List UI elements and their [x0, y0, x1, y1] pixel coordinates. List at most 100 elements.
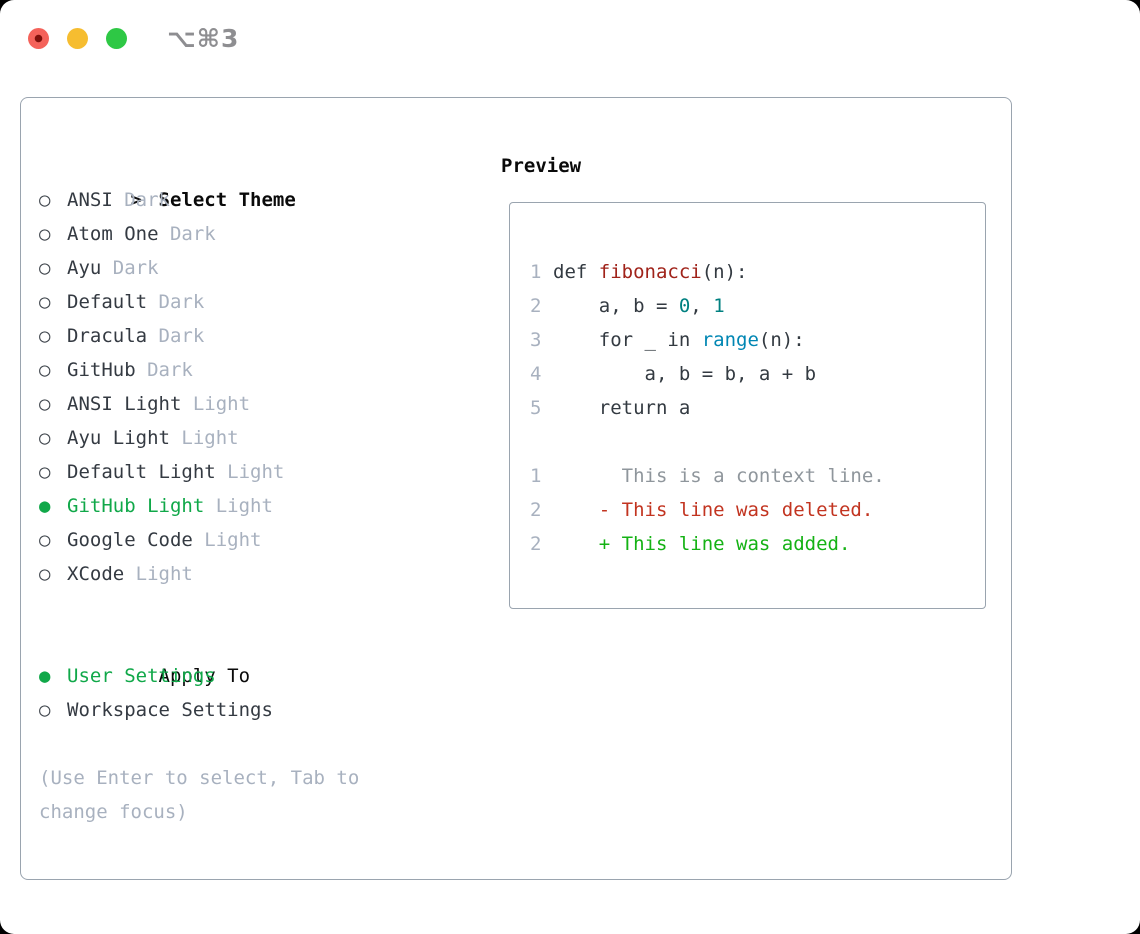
diff-line-added: 2 + This line was added. — [530, 527, 985, 561]
code-token: (n): — [758, 329, 805, 351]
cursor-icon: > — [130, 189, 142, 211]
select-theme-header-label: Select Theme — [158, 189, 296, 211]
hint-text: (Use Enter to select, Tab to change focus… — [39, 761, 359, 829]
theme-option-ayu-light[interactable]: ○ Ayu Light Light — [39, 421, 359, 455]
theme-variant: Dark — [158, 223, 216, 245]
titlebar: ⌥⌘3 — [0, 0, 1140, 76]
line-number: 1 — [530, 261, 542, 283]
apply-to-header-label: Apply To — [158, 665, 251, 687]
apply-option-label: Workspace Settings — [67, 699, 273, 721]
theme-option-ansi-light[interactable]: ○ ANSI Light Light — [39, 387, 359, 421]
theme-variant: Light — [124, 563, 193, 585]
hint-line: (Use Enter to select, Tab to — [39, 767, 360, 789]
theme-variant: Dark — [147, 325, 205, 347]
theme-option-google-code[interactable]: ○ Google Code Light — [39, 523, 359, 557]
code-line: 5 return a — [530, 391, 985, 425]
radio-unselected-icon: ○ — [39, 359, 51, 381]
theme-option-ansi[interactable]: ○ ANSI Dark — [39, 183, 359, 217]
radio-unselected-icon: ○ — [39, 223, 51, 245]
code-line: 3 for _ in range(n): — [530, 323, 985, 357]
theme-picker-panel: >Select Theme ○ANSI Dark○Atom One Dark○A… — [20, 97, 1012, 880]
radio-selected-icon: ● — [39, 665, 51, 687]
code-token: 1 — [713, 295, 725, 317]
theme-name: Ayu — [67, 257, 102, 279]
radio-unselected-icon: ○ — [39, 529, 51, 551]
diff-text: - This line was deleted. — [553, 499, 874, 521]
spacer — [39, 591, 359, 625]
theme-name: Default Light — [67, 461, 216, 483]
theme-name: GitHub Light — [67, 495, 205, 517]
theme-option-default-light[interactable]: ○Default Light Light — [39, 455, 359, 489]
code-token: for _ in — [553, 329, 702, 351]
hint-line: change focus) — [39, 801, 188, 823]
theme-variant: Light — [204, 495, 273, 517]
theme-variant: Dark — [101, 257, 159, 279]
line-number: 2 — [530, 499, 542, 521]
diff-line-deleted: 2 - This line was deleted. — [530, 493, 985, 527]
radio-unselected-icon: ○ — [39, 291, 51, 313]
diff-preview: 1 This is a context line.2 - This line w… — [530, 459, 985, 561]
line-number: 3 — [530, 329, 542, 351]
radio-unselected-icon: ○ — [39, 461, 51, 483]
spacer — [39, 727, 359, 761]
apply-to-header: Apply To — [39, 625, 359, 687]
theme-variant: Dark — [135, 359, 193, 381]
theme-option-github-light[interactable]: ●GitHub Light Light — [39, 489, 359, 523]
line-number: 2 — [530, 295, 542, 317]
radio-unselected-icon: ○ — [39, 427, 51, 449]
theme-option-ayu[interactable]: ○ Ayu Dark — [39, 251, 359, 285]
diff-text: + This line was added. — [553, 533, 851, 555]
theme-name: GitHub — [67, 359, 136, 381]
code-token: , — [690, 295, 714, 317]
diff-text: This is a context line. — [553, 465, 885, 487]
theme-name: Google Code — [67, 529, 193, 551]
code-token: return a — [553, 397, 691, 419]
code-line: 2 a, b = 0, 1 — [530, 289, 985, 323]
code-line: 4 a, b = b, a + b — [530, 357, 985, 391]
theme-option-dracula[interactable]: ○Dracula Dark — [39, 319, 359, 353]
theme-option-default[interactable]: ○Default Dark — [39, 285, 359, 319]
theme-list-column: >Select Theme ○ANSI Dark○Atom One Dark○A… — [39, 149, 359, 829]
zoom-button-icon[interactable] — [106, 27, 127, 49]
line-number: 1 — [530, 465, 542, 487]
radio-unselected-icon: ○ — [39, 257, 51, 279]
radio-unselected-icon: ○ — [39, 563, 51, 585]
theme-variant: Dark — [112, 189, 170, 211]
theme-variant: Light — [169, 427, 239, 449]
window-title: ⌥⌘3 — [167, 23, 240, 53]
apply-to-list: ● User Settings ○ Workspace Settings — [39, 659, 359, 727]
theme-name: ANSI — [67, 189, 113, 211]
theme-option-github[interactable]: ○ GitHub Dark — [39, 353, 359, 387]
theme-name: ANSI Light — [67, 393, 182, 415]
radio-unselected-icon: ○ — [39, 189, 51, 211]
spacer — [530, 425, 985, 459]
theme-variant: Light — [192, 529, 262, 551]
apply-option-label: User Settings — [67, 665, 216, 687]
apply-option-workspace-settings[interactable]: ○ Workspace Settings — [39, 693, 359, 727]
radio-unselected-icon: ○ — [39, 699, 51, 721]
theme-option-xcode[interactable]: ○ XCode Light — [39, 557, 359, 591]
theme-variant: Dark — [147, 291, 205, 313]
apply-option-user-settings[interactable]: ● User Settings — [39, 659, 359, 693]
select-theme-header: > Select Theme — [39, 149, 359, 211]
radio-unselected-icon: ○ — [39, 393, 51, 415]
theme-name: XCode — [67, 563, 125, 585]
diff-line-context: 1 This is a context line. — [530, 459, 985, 493]
line-number: 5 — [530, 397, 542, 419]
theme-name: Ayu Light — [67, 427, 170, 449]
theme-option-atom-one[interactable]: ○Atom One Dark — [39, 217, 359, 251]
radio-unselected-icon: ○ — [39, 325, 51, 347]
theme-variant: Light — [181, 393, 251, 415]
code-token: def — [553, 261, 599, 283]
code-token: fibonacci — [598, 261, 702, 283]
line-number: 4 — [530, 363, 542, 385]
code-token: a, b = — [553, 295, 679, 317]
minimize-button-icon[interactable] — [67, 27, 88, 49]
preview-header: Preview — [501, 155, 582, 177]
line-number: 2 — [530, 533, 542, 555]
close-button-icon[interactable] — [28, 27, 49, 49]
code-token: a, b = b, a + b — [553, 363, 817, 385]
